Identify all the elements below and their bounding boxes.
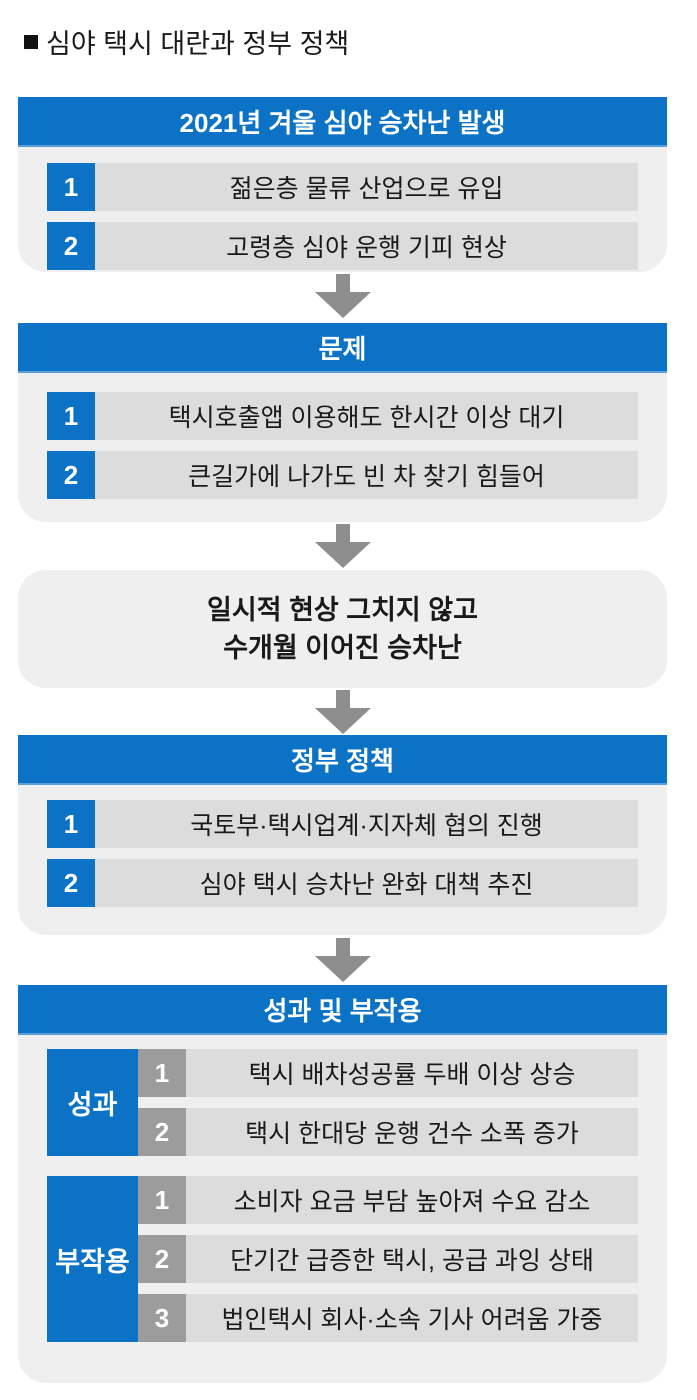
section-header: 성과 및 부작용 [18, 985, 667, 1035]
item-text: 국토부·택시업계·지자체 협의 진행 [95, 800, 638, 848]
item-text: 법인택시 회사·소속 기사 어려움 가중 [186, 1294, 638, 1342]
down-arrow-icon [315, 938, 371, 982]
item-number: 1 [47, 800, 95, 848]
persistence-line: 일시적 현상 그치지 않고 [207, 595, 478, 625]
item-number: 1 [47, 392, 95, 440]
group-label: 부작용 [47, 1176, 138, 1342]
item-number: 2 [138, 1108, 186, 1156]
item-text: 소비자 요금 부담 높아져 수요 감소 [186, 1176, 638, 1224]
item-text: 단기간 급증한 택시, 공급 과잉 상태 [186, 1235, 638, 1283]
title-text: 심야 택시 대란과 정부 정책 [46, 29, 350, 59]
item-number: 1 [47, 163, 95, 211]
section-header: 문제 [18, 323, 667, 373]
infographic-title: 심야 택시 대란과 정부 정책 [24, 22, 349, 61]
item-text: 고령층 심야 운행 기피 현상 [95, 222, 638, 270]
item-text: 택시 한대당 운행 건수 소폭 증가 [186, 1108, 638, 1156]
item-number: 3 [138, 1294, 186, 1342]
item-number: 1 [138, 1176, 186, 1224]
down-arrow-icon [315, 690, 371, 734]
item-text: 택시 배차성공률 두배 이상 상승 [186, 1049, 638, 1097]
item-text: 심야 택시 승차난 완화 대책 추진 [95, 859, 638, 907]
group-label: 성과 [47, 1049, 138, 1156]
item-number: 2 [47, 859, 95, 907]
bullet-square-icon [24, 34, 38, 49]
item-text: 큰길가에 나가도 빈 차 찾기 힘들어 [95, 451, 638, 499]
down-arrow-icon [315, 524, 371, 568]
down-arrow-icon [315, 274, 371, 318]
section-header: 2021년 겨울 심야 승차난 발생 [18, 97, 667, 147]
section-persistence: 일시적 현상 그치지 않고 수개월 이어진 승차난 [18, 570, 667, 688]
item-text: 택시호출앱 이용해도 한시간 이상 대기 [95, 392, 638, 440]
item-number: 2 [138, 1235, 186, 1283]
persistence-line: 수개월 이어진 승차난 [223, 633, 462, 663]
section-header: 정부 정책 [18, 735, 667, 785]
item-number: 1 [138, 1049, 186, 1097]
item-number: 2 [47, 222, 95, 270]
item-number: 2 [47, 451, 95, 499]
item-text: 젊은층 물류 산업으로 유입 [95, 163, 638, 211]
